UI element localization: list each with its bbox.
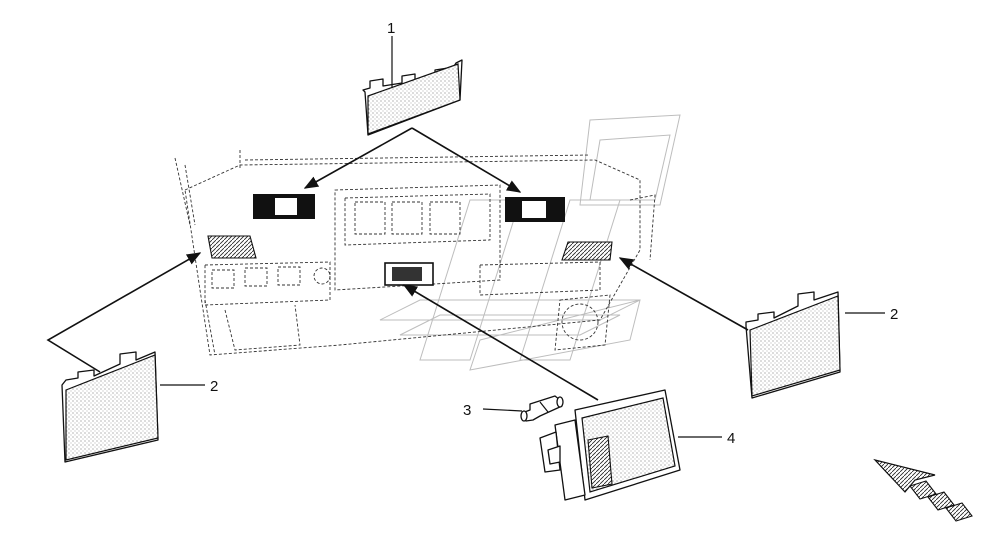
part-3-bulb (520, 395, 564, 422)
part-1-upper-lens (362, 59, 463, 136)
leader-lines (160, 36, 885, 438)
callout-2-left: 2 (210, 378, 218, 395)
part-2-right-lens (745, 291, 841, 399)
callout-3: 3 (463, 402, 471, 419)
view-direction-arrow-icon (873, 458, 973, 522)
assembly-arrows (46, 127, 749, 401)
slot-lower-right (561, 241, 613, 261)
part-4-lamp-housing (539, 389, 681, 501)
part-2-left-lens (61, 351, 159, 463)
slot-lower-left (207, 235, 257, 259)
callout-4: 4 (727, 430, 735, 447)
callout-2-right: 2 (890, 306, 898, 323)
callout-1: 1 (387, 20, 395, 37)
dashboard-outline (174, 150, 656, 356)
dashboard-lamp-positions (207, 194, 613, 286)
